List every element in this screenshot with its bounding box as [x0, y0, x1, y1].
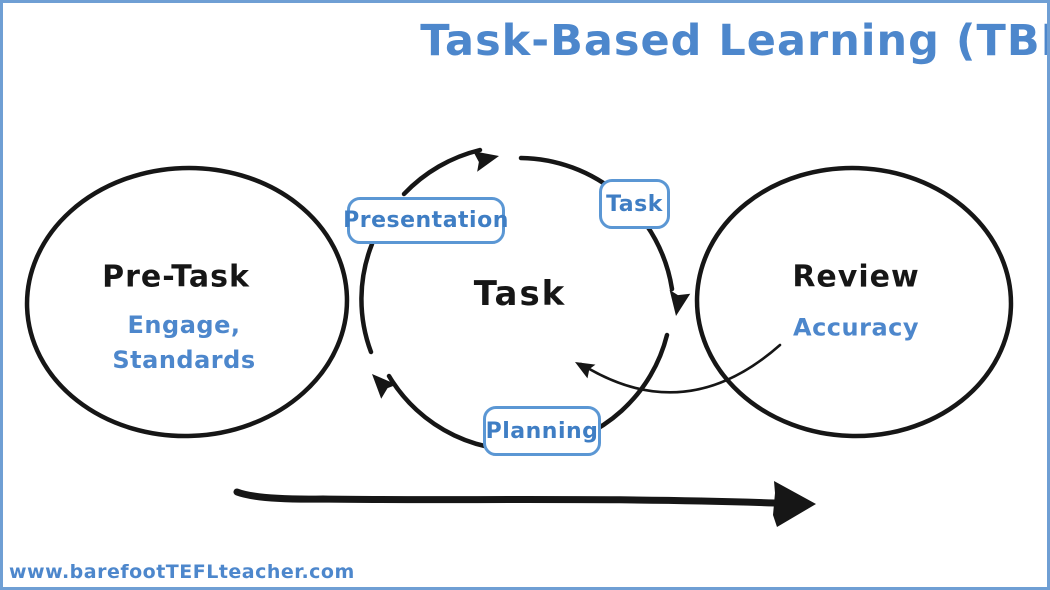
task-cycle-center-label: Task — [473, 274, 567, 314]
review-circle — [694, 165, 1014, 439]
review-label: Review — [792, 259, 920, 295]
cycle-arrowhead-top-icon — [473, 151, 499, 172]
timeline-arrow — [233, 488, 779, 507]
step-label-task: Task — [606, 191, 663, 217]
review-subtitle: Accuracy — [792, 313, 920, 342]
step-box-planning: Planning — [483, 406, 601, 456]
pre-task-subtitle-line2: Standards — [112, 346, 256, 374]
timeline-arrowhead-icon — [773, 481, 816, 527]
watermark-url: www.barefootTEFLteacher.com — [9, 561, 355, 583]
cycle-arc-left — [359, 241, 375, 355]
pre-task-label: Pre-Task — [102, 259, 250, 295]
pre-task-subtitle: Engage, Standards — [112, 308, 255, 378]
cycle-arc-top-left — [401, 147, 483, 197]
pre-task-subtitle-line1: Engage, — [127, 311, 241, 340]
review-feedback-arrow — [579, 343, 782, 394]
cycle-arrowhead-right-icon — [669, 289, 691, 316]
step-box-task: Task — [599, 179, 670, 229]
step-box-presentation: Presentation — [343, 197, 508, 244]
pre-task-circle — [24, 165, 350, 439]
step-label-planning: Planning — [485, 418, 599, 444]
cycle-arrowhead-bottom-left-icon — [372, 374, 397, 399]
review-feedback-arrowhead-icon — [575, 362, 596, 379]
step-label-presentation: Presentation — [343, 208, 509, 233]
diagram-title: Task-Based Learning (TBL) — [420, 16, 1050, 66]
